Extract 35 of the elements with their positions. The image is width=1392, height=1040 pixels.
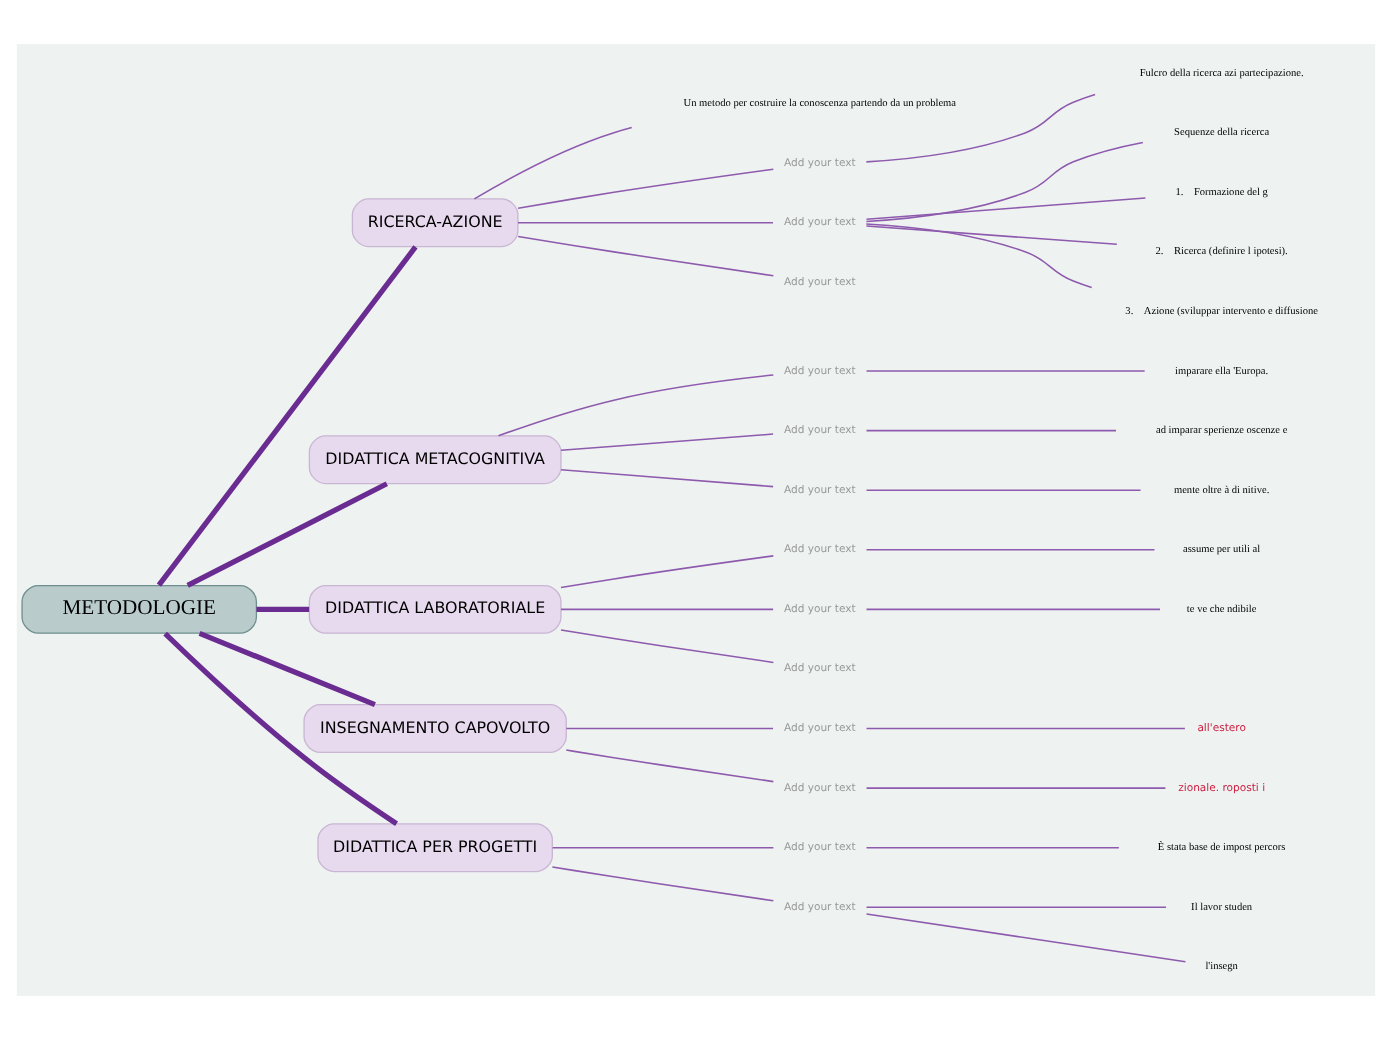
- connector: [551, 866, 775, 902]
- connector: [865, 370, 1146, 372]
- connector: [865, 846, 1120, 849]
- connector: [156, 245, 418, 587]
- connector: [865, 787, 1167, 789]
- connector: [560, 555, 775, 589]
- connector: [865, 429, 1117, 432]
- connector: [865, 141, 1144, 223]
- connector: [517, 221, 774, 224]
- node-box: METODOLOGIE: [21, 584, 258, 634]
- connector: [497, 374, 775, 437]
- connector: [163, 631, 399, 826]
- connector: [565, 727, 774, 730]
- connector: [256, 606, 310, 612]
- connector: [865, 913, 1187, 963]
- connector: [560, 629, 775, 664]
- connector: [865, 608, 1161, 611]
- connector: [865, 906, 1167, 909]
- connector: [186, 481, 389, 588]
- connector: [865, 93, 1096, 163]
- connector: [865, 197, 1147, 221]
- connector: [560, 468, 774, 488]
- connector: [473, 126, 633, 200]
- connector: [865, 489, 1142, 491]
- connector: [198, 630, 376, 708]
- connector: [560, 433, 774, 452]
- connector: [865, 549, 1156, 551]
- connector: [517, 235, 775, 277]
- connector: [565, 749, 775, 783]
- connector: [865, 223, 1093, 289]
- connector: [865, 225, 1118, 246]
- connector: [560, 608, 774, 611]
- connector: [865, 727, 1186, 730]
- connector: [551, 846, 775, 849]
- connector: [517, 168, 775, 210]
